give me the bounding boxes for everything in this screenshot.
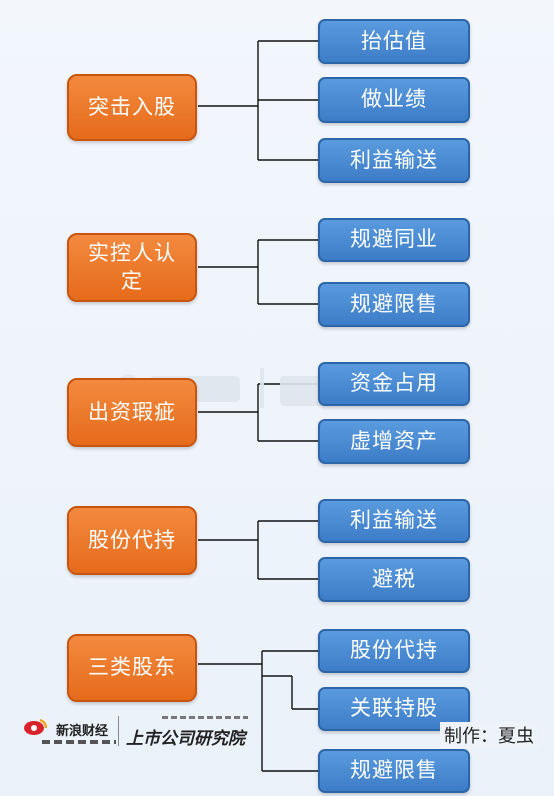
connector-group-3 <box>198 383 318 442</box>
category-box: 股份代持 <box>67 506 197 575</box>
item-label: 规避限售 <box>350 758 438 783</box>
item-label: 做业绩 <box>361 87 427 112</box>
item-box: 抬估值 <box>318 19 470 64</box>
category-box: 突击入股 <box>67 74 197 141</box>
category-label: 三类股东 <box>88 655 176 680</box>
item-label: 规避同业 <box>350 227 438 252</box>
item-box: 利益输送 <box>318 499 470 543</box>
item-box: 规避限售 <box>318 749 470 793</box>
item-label: 股份代持 <box>350 638 438 663</box>
category-label: 出资瑕疵 <box>88 399 176 424</box>
item-box: 资金占用 <box>318 362 470 406</box>
sina-brand-text: 新浪财经 <box>56 724 109 739</box>
item-label: 资金占用 <box>350 371 438 396</box>
item-box: 规避限售 <box>318 282 470 327</box>
sina-logo: 新浪财经 <box>22 714 122 750</box>
item-label: 规避限售 <box>350 291 438 316</box>
category-box: 实控人认定 <box>67 233 197 302</box>
category-label: 股份代持 <box>88 527 176 552</box>
item-label: 抬估值 <box>361 28 427 53</box>
item-label: 利益输送 <box>350 508 438 533</box>
connector-group-5 <box>198 650 318 772</box>
category-label: 实控人认定 <box>88 241 176 293</box>
connector-group-1 <box>198 40 318 161</box>
item-label: 关联持股 <box>350 696 438 721</box>
connector-group-2 <box>198 239 318 305</box>
category-box: 出资瑕疵 <box>67 378 197 447</box>
divider <box>118 716 119 746</box>
research-logo: 上市公司研究院 <box>126 714 256 750</box>
item-box: 利益输送 <box>318 138 470 183</box>
item-box: 做业绩 <box>318 77 470 123</box>
item-box: 规避同业 <box>318 218 470 262</box>
item-box: 避税 <box>318 557 470 602</box>
connector-group-4 <box>198 520 318 580</box>
category-label: 突击入股 <box>88 94 176 119</box>
sina-eye-icon <box>24 719 47 735</box>
item-label: 虚增资产 <box>350 428 438 453</box>
item-box: 股份代持 <box>318 629 470 673</box>
item-label: 避税 <box>372 566 416 591</box>
item-box: 虚增资产 <box>318 419 470 464</box>
author-credit: 制作：夏虫 <box>440 722 538 748</box>
category-box: 三类股东 <box>67 634 197 702</box>
research-brand-text: 上市公司研究院 <box>126 729 245 749</box>
item-label: 利益输送 <box>350 147 438 172</box>
research-subtitle-decoration <box>162 716 248 719</box>
sina-subtitle-decoration <box>42 740 116 744</box>
